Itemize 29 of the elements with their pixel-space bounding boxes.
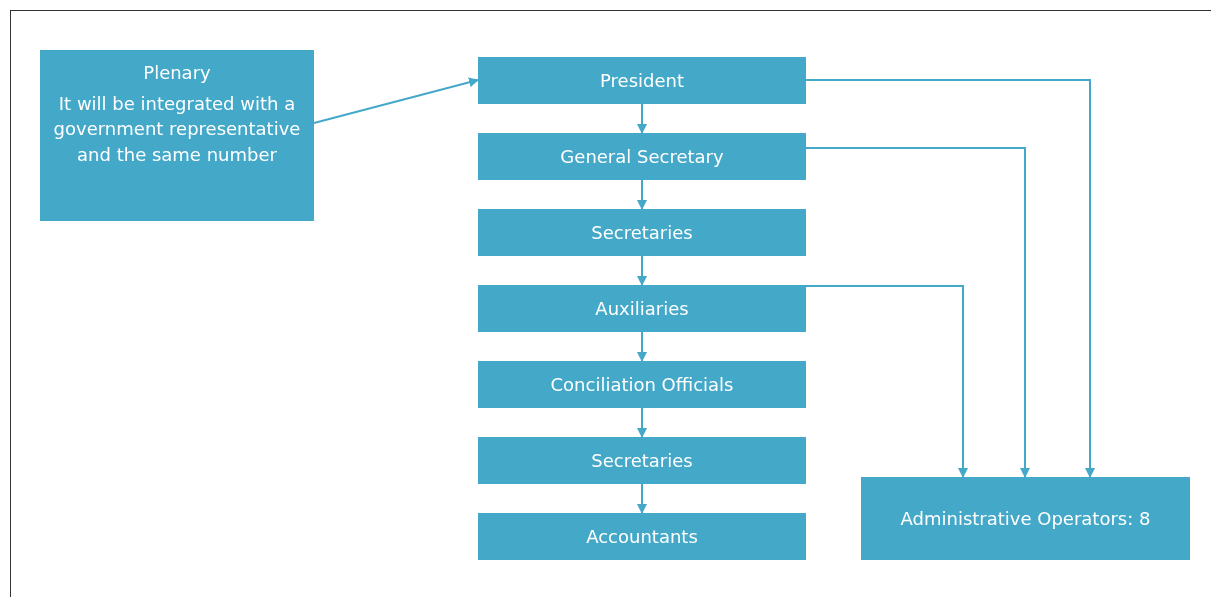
box-heading: Plenary bbox=[143, 61, 211, 85]
arrow bbox=[637, 179, 647, 210]
arrow bbox=[805, 285, 968, 478]
org-box bbox=[478, 513, 806, 560]
box-text: Secretaries bbox=[591, 220, 693, 245]
box-text: Auxiliaries bbox=[595, 296, 689, 321]
arrow bbox=[637, 407, 647, 438]
arrow bbox=[637, 255, 647, 286]
org-box bbox=[861, 477, 1190, 560]
arrow bbox=[637, 331, 647, 362]
arrow bbox=[637, 483, 647, 514]
arrow bbox=[805, 79, 1095, 478]
box-text: It will be integrated with a government representative and the same number bbox=[52, 92, 302, 167]
org-box bbox=[478, 133, 806, 180]
box-text: General Secretary bbox=[560, 144, 724, 169]
org-box bbox=[40, 50, 314, 221]
box-text: President bbox=[600, 68, 684, 93]
org-box bbox=[478, 285, 806, 332]
box-text: Accountants bbox=[586, 524, 698, 549]
box-text: Administrative Operators: 8 bbox=[900, 506, 1151, 531]
org-box bbox=[478, 361, 806, 408]
box-text: Secretaries bbox=[591, 448, 693, 473]
box-text: Conciliation Officials bbox=[550, 372, 734, 397]
org-box bbox=[478, 209, 806, 256]
org-box bbox=[478, 57, 806, 104]
arrow bbox=[805, 147, 1030, 478]
arrow bbox=[637, 103, 647, 134]
org-box bbox=[478, 437, 806, 484]
arrow bbox=[313, 77, 479, 124]
